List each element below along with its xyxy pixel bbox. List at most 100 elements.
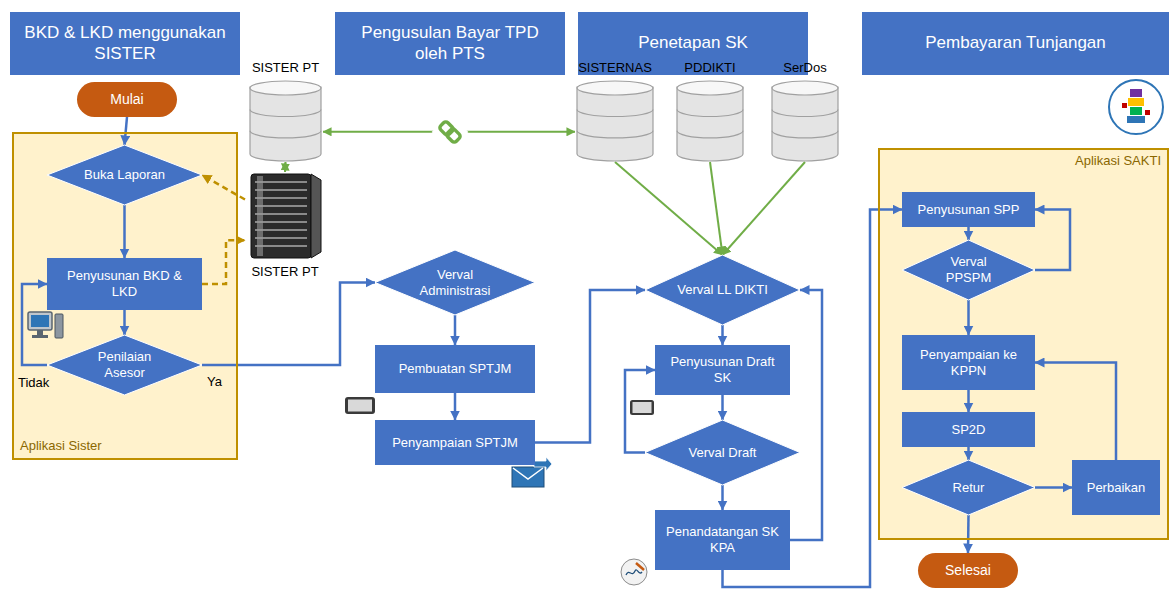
- database-cylinder: [577, 81, 653, 161]
- base: [32, 335, 48, 338]
- cylinder-body: [677, 87, 743, 161]
- diamond-shape: [902, 240, 1035, 300]
- rack-front: [251, 174, 311, 258]
- cylinder-band: [677, 110, 743, 117]
- flow-connector: [454, 393, 457, 420]
- tablet-body: [630, 400, 654, 415]
- diamond-shape: [47, 335, 202, 395]
- flow-connector: [1035, 486, 1072, 489]
- computer-icon: [28, 312, 63, 338]
- database-cylinder: [772, 81, 838, 161]
- database-icon: [675, 80, 745, 162]
- process-box: Pembuatan SPTJM: [375, 345, 535, 393]
- flow-connector: [967, 300, 970, 335]
- node-text: SP2D: [952, 422, 986, 438]
- process-box: Penyusunan BKD & LKD: [47, 258, 202, 310]
- decision-diamond: Penilaian Asesor: [47, 335, 202, 395]
- sakti-logo: [1109, 80, 1163, 134]
- process-box: SP2D: [902, 412, 1035, 447]
- process-box: Penandatangan SK KPA: [655, 510, 790, 570]
- tablet-icon: [345, 397, 375, 414]
- screen: [31, 315, 49, 327]
- flow-connector: [710, 162, 723, 255]
- diamond-shape: [645, 255, 800, 325]
- node-text: PDDIKTI: [675, 58, 745, 78]
- cylinder-top: [577, 81, 653, 95]
- cylinder-top: [772, 81, 838, 95]
- node-text: Penilaian Asesor: [78, 349, 171, 380]
- logo-block: [1130, 107, 1142, 115]
- database-icon: [248, 80, 323, 162]
- region-fills: [12, 132, 1169, 540]
- logo-block: [1130, 89, 1142, 97]
- flow-connector: [284, 162, 287, 172]
- database-cylinder: [250, 81, 321, 161]
- flow-connector: [1035, 363, 1116, 461]
- database-node: SISTERNAS: [575, 58, 655, 162]
- region-fill: [878, 148, 1169, 540]
- terminator: Mulai: [77, 82, 177, 117]
- lane-title: BKD & LKD menggunakan SISTER: [18, 23, 232, 64]
- flow-connector: [967, 447, 970, 460]
- flow-connector: [790, 290, 822, 540]
- sync-icon: [432, 114, 469, 151]
- cylinder-band: [577, 110, 653, 117]
- lane-title: Penetapan SK: [638, 33, 748, 53]
- server-node: SISTER PT: [245, 172, 325, 282]
- flow-connector: [967, 227, 970, 240]
- tablet-screen: [633, 402, 652, 413]
- decision-diamond: Buka Laporan: [47, 145, 202, 205]
- node-text: Buka Laporan: [84, 167, 165, 183]
- flow-connector: [535, 290, 645, 443]
- lane-title: Pembayaran Tunjangan: [925, 33, 1106, 53]
- database-node: SISTER PT: [248, 58, 323, 162]
- node-text: Selesai: [945, 562, 991, 579]
- node-text: Perbaikan: [1087, 480, 1146, 496]
- database-node: SerDos: [770, 58, 840, 162]
- logo-block: [1145, 110, 1150, 115]
- process-box: Penyampaian ke KPPN: [902, 335, 1035, 390]
- region-fill: [12, 132, 238, 460]
- flow-connector: [721, 485, 724, 510]
- server-rack: [251, 174, 321, 258]
- cylinder-band: [677, 131, 743, 138]
- terminator: Selesai: [918, 553, 1018, 588]
- node-text: SISTERNAS: [575, 58, 655, 78]
- dashed-connector: [202, 175, 245, 200]
- node-text: SISTER PT: [248, 58, 323, 78]
- tablet-icon: [630, 400, 654, 415]
- send-arrow: [534, 457, 552, 471]
- cylinder-top: [250, 81, 321, 95]
- edge-label: Ya: [207, 374, 222, 390]
- flow-connector: [454, 315, 457, 345]
- decision-diamond: Verval Draft: [645, 420, 800, 485]
- node-text: Mulai: [110, 91, 143, 108]
- node-text: Verval Administrasi: [407, 267, 503, 298]
- decision-diamond: Retur: [902, 460, 1035, 515]
- tablet-screen: [348, 400, 372, 412]
- flow-connector: [967, 390, 970, 412]
- logo-block: [1128, 98, 1144, 106]
- rack-side: [311, 174, 321, 258]
- cylinder-top: [677, 81, 743, 95]
- flow-connector: [721, 395, 724, 420]
- flow-connector: [723, 162, 806, 255]
- tablet-body: [345, 397, 375, 414]
- logo-ring: [1109, 80, 1163, 134]
- cylinder-band: [250, 110, 321, 117]
- cylinder-body: [250, 87, 321, 161]
- flow-connector: [625, 370, 655, 453]
- node-text: Verval Draft: [689, 445, 757, 461]
- database-node: PDDIKTI: [675, 58, 745, 162]
- lane-header: Pembayaran Tunjangan: [862, 12, 1169, 75]
- lane-title: Pengusulan Bayar TPD oleh PTS: [343, 23, 557, 64]
- cylinder-band: [772, 131, 838, 138]
- envelope-flap: [513, 468, 543, 479]
- dashed-connector: [202, 240, 245, 284]
- connectors: [22, 117, 1116, 587]
- node-text: Penyusunan SPP: [918, 202, 1020, 218]
- icon-ground: [432, 114, 469, 151]
- process-box: Penyusunan SPP: [902, 192, 1035, 227]
- logo-block: [1122, 103, 1127, 108]
